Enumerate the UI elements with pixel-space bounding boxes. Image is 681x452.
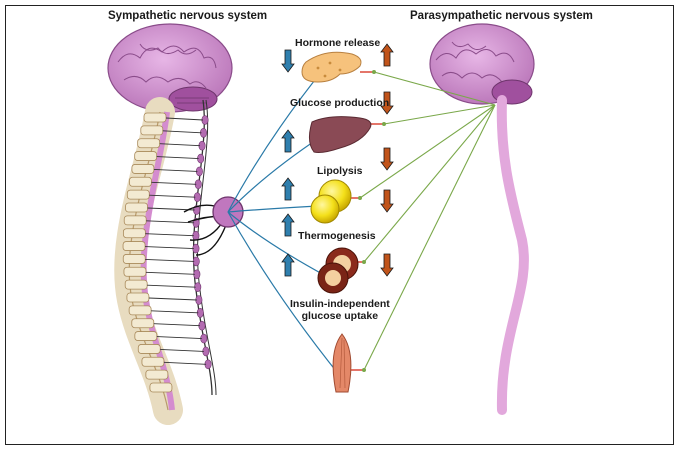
left-brain <box>107 23 233 113</box>
spinal-ramus <box>149 194 196 198</box>
sympathetic-nerve-pancreas <box>227 65 327 213</box>
spinal-ramus <box>156 156 199 160</box>
sympathetic-nerve-adipose <box>227 205 319 213</box>
parasympathetic-up-arrow <box>380 43 394 67</box>
spinal-ramus <box>145 271 195 275</box>
effect-label-thermogenesis: Thermogenesis <box>298 230 376 242</box>
spinal-ramus <box>148 297 197 301</box>
spinal-ramus <box>153 323 200 327</box>
parasympathetic-effect-arrows <box>380 43 394 277</box>
parasympathetic-terminal <box>362 368 366 372</box>
parasympathetic-down-arrow <box>380 253 394 277</box>
sympathetic-effect-arrows <box>281 49 295 277</box>
vertebra <box>131 318 155 329</box>
vertebra <box>131 164 155 174</box>
sympathetic-header: Sympathetic nervous system <box>108 10 268 22</box>
vertebra <box>145 369 169 380</box>
sympathetic-up-arrow <box>281 177 295 201</box>
vertebra <box>134 331 158 341</box>
figure-frame <box>5 5 674 445</box>
spinal-ramus <box>159 143 201 147</box>
parasympathetic-nerve-adipose <box>359 104 496 199</box>
spinal-ramus <box>145 258 195 262</box>
pancreas-organ <box>301 51 362 83</box>
brown-adipose-organ <box>317 247 359 294</box>
vertebra <box>122 228 146 239</box>
effect-label-glucose-uptake-line-1: Insulin-independent <box>290 298 390 310</box>
effect-label-hormone-release: Hormone release <box>295 37 381 49</box>
effect-label-glucose-production: Glucose production <box>290 97 390 109</box>
vertebra <box>137 138 161 149</box>
vertebra <box>122 254 146 264</box>
sympathetic-chain-line-2 <box>197 99 217 396</box>
parasympathetic-nerve-muscle <box>363 104 496 371</box>
spinal-ramus <box>156 336 202 340</box>
vertebra <box>126 189 150 200</box>
vertebra <box>140 125 164 136</box>
parasympathetic-terminal <box>372 70 376 74</box>
spinal-ramus <box>163 361 207 365</box>
vertebra <box>126 292 150 303</box>
sympathetic-up-arrow <box>281 253 295 277</box>
vertebra <box>122 241 146 251</box>
liver-organ <box>308 116 372 153</box>
effect-label-glucose-uptake: Insulin-independent glucose uptake <box>290 298 390 322</box>
parasympathetic-terminal <box>358 196 362 200</box>
spinal-ramus <box>145 233 194 237</box>
sympathetic-nerve-brown-adipose <box>227 211 327 277</box>
spinal-ramus <box>147 284 196 288</box>
spinal-ramus <box>151 310 199 314</box>
vertebra <box>149 382 173 393</box>
parasympathetic-down-arrow <box>380 91 394 115</box>
parasympathetic-nerve-brown-adipose <box>363 104 496 263</box>
vertebra <box>123 215 147 226</box>
sympathetic-up-arrow <box>281 129 295 153</box>
parasympathetic-down-arrow <box>380 147 394 171</box>
effect-label-glucose-uptake-line-2: glucose uptake <box>301 310 379 322</box>
vertebra <box>134 151 158 161</box>
vertebra <box>128 305 152 316</box>
vertebra <box>123 266 147 277</box>
parasympathetic-terminal <box>362 260 366 264</box>
vertebra <box>143 112 167 123</box>
sympathetic-up-arrow <box>281 213 295 237</box>
adipose-organ <box>310 179 352 224</box>
muscle-organ <box>332 333 352 393</box>
sympathetic-ganglia <box>192 115 212 370</box>
spinal-ramus <box>151 181 197 185</box>
vertebra <box>124 279 148 290</box>
spinal-ramus <box>145 246 194 250</box>
sympathetic-nerve-muscle <box>227 211 341 377</box>
vertebra <box>129 176 152 187</box>
parasympathetic-nerve-pancreas <box>373 71 496 106</box>
spinal-ramus <box>153 168 198 172</box>
vertebra <box>125 202 148 213</box>
vertebra <box>141 356 165 367</box>
parasympathetic-nerve-liver <box>383 104 496 125</box>
spinal-ramus <box>165 117 204 121</box>
spinal-ramus <box>162 130 202 134</box>
parasympathetic-down-arrow <box>380 189 394 213</box>
parasympathetic-header: Parasympathetic nervous system <box>410 10 593 22</box>
parasympathetic-nerves <box>346 70 496 372</box>
vertebra <box>137 344 161 354</box>
vagus-nerve <box>496 95 529 415</box>
effect-label-lipolysis: Lipolysis <box>317 165 363 177</box>
vertebrae <box>122 112 207 393</box>
spinal-ramus <box>146 220 195 224</box>
spinal-ramus <box>160 348 204 352</box>
sympathetic-nerve-liver <box>227 135 323 213</box>
parasympathetic-terminal <box>382 122 386 126</box>
sympathetic-down-arrow <box>281 49 295 73</box>
